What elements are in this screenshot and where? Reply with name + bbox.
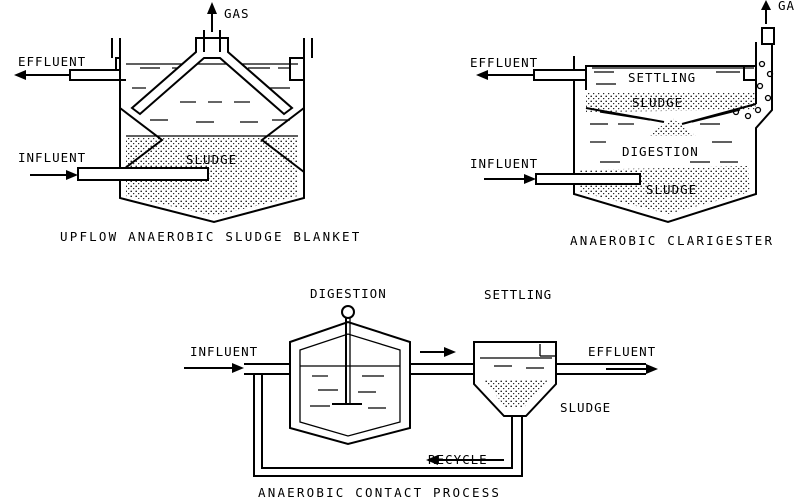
- clarigester-influent-label: INFLUENT: [470, 156, 538, 171]
- upflow-effluent-label: EFFLUENT: [18, 54, 86, 69]
- clarigester-sludge-layer: [586, 92, 756, 112]
- contact-process-system: [184, 305, 658, 477]
- upflow-gas-label: GAS: [224, 6, 250, 21]
- upflow-influent-pipe: [77, 167, 209, 181]
- contact-sludge-label: SLUDGE: [560, 400, 611, 415]
- contact-recycle-label: RECYCLE: [428, 452, 488, 467]
- clarigester-influent-pipe: [535, 173, 641, 185]
- upflow-tank-wall: [119, 38, 305, 224]
- contact-settling-tank: [473, 341, 557, 417]
- clarigester-settling-compartment: [585, 65, 756, 90]
- upflow-influent-label: INFLUENT: [18, 150, 86, 165]
- contact-settling-label: SETTLING: [484, 287, 552, 302]
- clarigester-gas-label: GA: [778, 0, 795, 13]
- clarigester-settling-label: SETTLING: [628, 70, 696, 85]
- contact-digester-water-lines: [310, 375, 386, 409]
- clarigester-reactor: [476, 0, 775, 224]
- upflow-water-lines: [132, 67, 290, 123]
- contact-digestion-label: DIGESTION: [310, 286, 387, 301]
- upflow-caption: UPFLOW ANAEROBIC SLUDGE BLANKET: [60, 229, 362, 244]
- contact-recycle-pipe: [261, 374, 513, 469]
- clarigester-caption: ANAEROBIC CLARIGESTER: [570, 233, 774, 248]
- upflow-sludge-label: SLUDGE: [186, 152, 237, 167]
- clarigester-sludge-top-label: SLUDGE: [632, 95, 683, 110]
- upflow-sludge-blanket-reactor: [14, 2, 313, 224]
- contact-settler-sludge: [484, 380, 548, 408]
- upflow-gas-hood: [130, 37, 294, 116]
- clarigester-cone-sludge: [648, 118, 696, 136]
- clarigester-effluent-label: EFFLUENT: [470, 55, 538, 70]
- upflow-effluent-pipe: [69, 69, 121, 81]
- contact-caption: ANAEROBIC CONTACT PROCESS: [258, 485, 501, 500]
- contact-mixer-motor: [341, 305, 355, 319]
- clarigester-water-lines: [590, 71, 740, 163]
- clarigester-effluent-pipe: [533, 69, 587, 81]
- clarigester-tank-wall: [573, 42, 773, 224]
- upflow-sludge-bed: [126, 138, 298, 216]
- clarigester-sludge-bottom-label: SLUDGE: [646, 182, 697, 197]
- contact-effluent-label: EFFLUENT: [588, 344, 656, 359]
- contact-influent-label: INFLUENT: [190, 344, 258, 359]
- clarigester-digestion-label: DIGESTION: [622, 144, 699, 159]
